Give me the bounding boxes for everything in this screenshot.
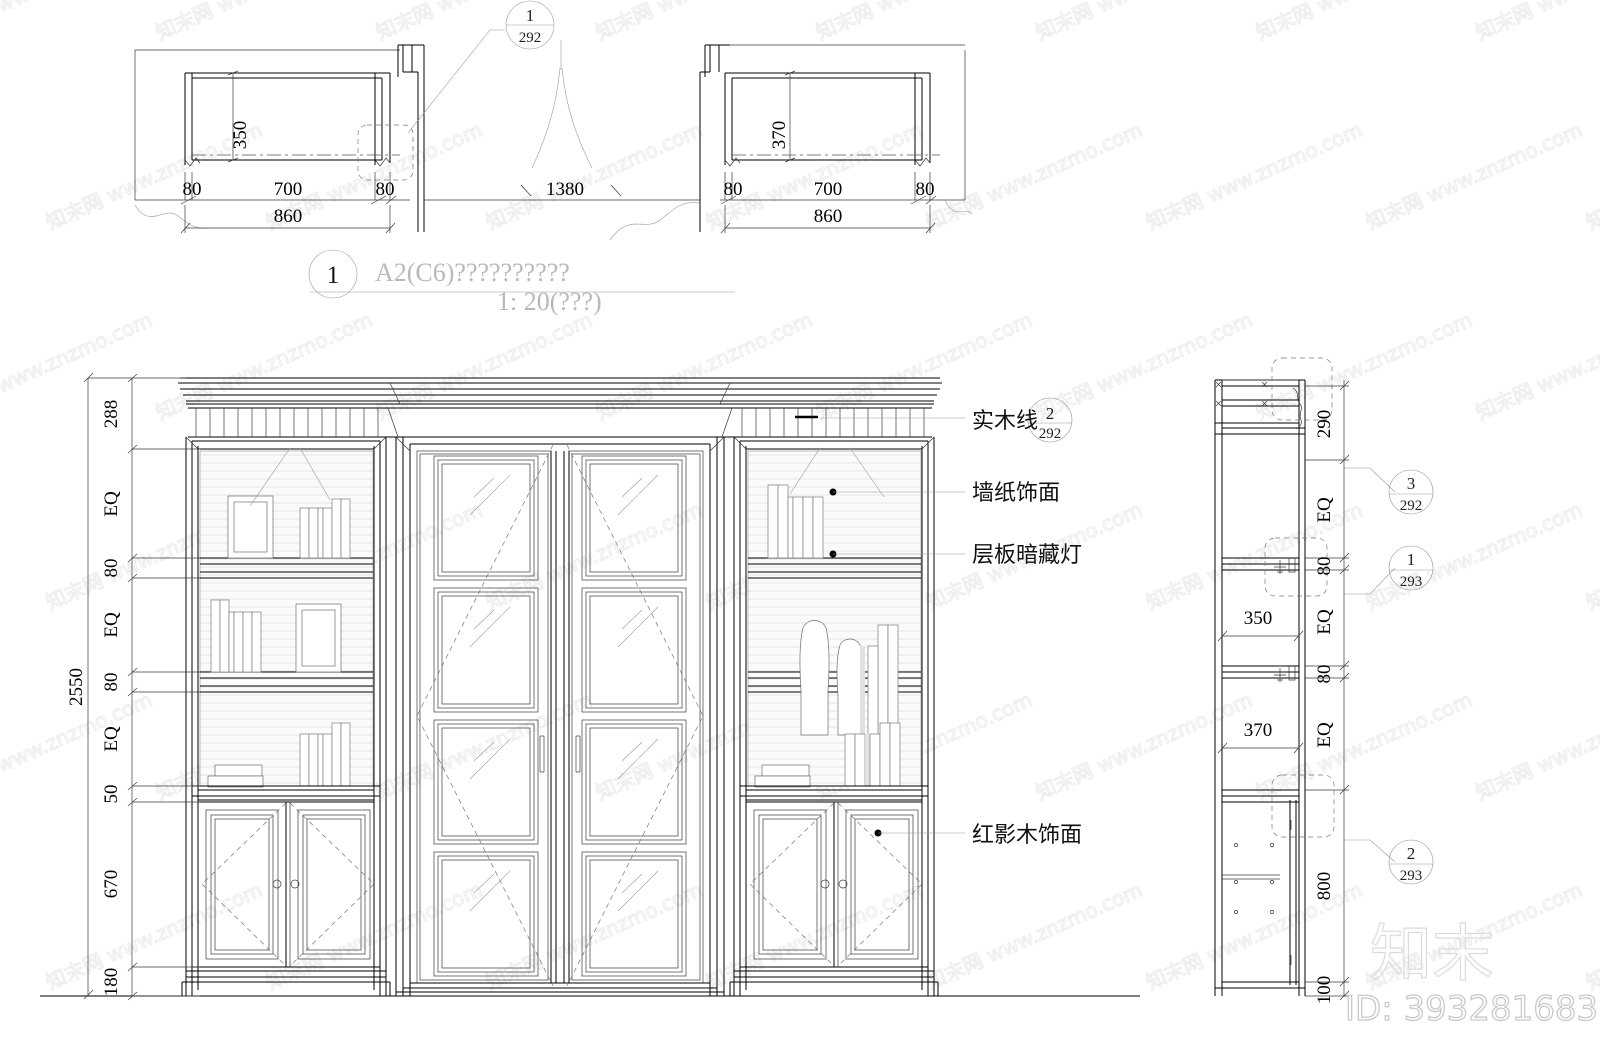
main-elevation [40,372,1140,1001]
plan-right-overall: 860 [814,206,843,227]
elev-dim-50: 50 [101,785,122,804]
plan-center-opening: 1380 [546,179,584,200]
elev-dim-288: 288 [101,400,122,429]
cornice [178,377,942,438]
plan-center-dimension [424,40,700,201]
plan-detail-left [134,29,505,234]
plan-bubble-den: 292 [519,30,542,46]
sect-bubble-den-2: 293 [1400,574,1423,590]
callout-label-wallpaper: 墙纸饰面 [972,481,1060,506]
elevation-dimension-chain [83,372,200,1001]
elev-dim-670: 670 [101,870,122,899]
sect-dim-eq2: EQ [1314,609,1335,635]
plan-left-dim-2: 700 [274,179,303,200]
sect-interior-dim-350: 350 [1244,608,1273,629]
sect-bubble-den-1: 292 [1400,498,1423,514]
base-cabinet-right [745,801,923,968]
sect-dim-290: 290 [1314,410,1335,439]
sect-dim-eq3: EQ [1314,722,1335,748]
plan-detail-right [609,44,973,241]
callout-label-shelf-light: 层板暗藏灯 [972,543,1082,568]
plan-title-block [308,249,735,299]
plan-title-scale: 1: 20(???) [497,287,602,316]
sect-dim-eq1: EQ [1314,497,1335,523]
callout-label-solid-wood: 实木线 [972,409,1038,434]
plan-right-dim-1: 80 [724,179,743,200]
elev-dim-180: 180 [101,968,122,997]
sect-dim-80a: 80 [1314,557,1335,576]
plan-title-name: A2(C6)?????????? [375,258,570,287]
plan-left-depth: 350 [230,121,251,150]
sect-dim-100: 100 [1314,976,1335,1005]
sect-dim-80b: 80 [1314,665,1335,684]
plan-bubble-num: 1 [526,6,535,25]
sect-dim-800: 800 [1314,872,1335,901]
section-view [1214,357,1434,1001]
plan-left-overall: 860 [274,206,303,227]
watermark-logo: 知末 [1370,917,1494,990]
elev-dim-eq3: EQ [101,726,122,752]
bookcase-right [729,436,939,997]
callout-bubble-num-1: 2 [1046,404,1055,423]
elev-overall-height: 2550 [66,668,87,706]
plan-left-dim-3: 80 [376,179,395,200]
elev-dim-80b: 80 [101,673,122,692]
watermark-id: ID: 393281683 [1345,989,1598,1029]
sect-bubble-num-1: 3 [1407,474,1416,493]
callout-label-red-wood: 红影木饰面 [972,823,1082,848]
section-bubbles [1388,469,1434,885]
callout-bubble-den-1: 292 [1039,426,1062,442]
plan-title-bubble-number: 1 [327,262,340,289]
plan-detail-bubble [505,0,555,50]
callout-leaders [820,397,1073,834]
elev-dim-eq1: EQ [101,491,122,517]
center-glass-doors [395,436,725,996]
sect-bubble-den-3: 293 [1400,868,1423,884]
bookcase-left [181,436,391,997]
plan-right-dim-3: 80 [916,179,935,200]
elev-dim-eq2: EQ [101,612,122,638]
sect-interior-dim-370: 370 [1244,720,1273,741]
sect-bubble-num-3: 2 [1407,844,1416,863]
plan-left-dim-1: 80 [183,179,202,200]
sect-bubble-num-2: 1 [1407,550,1416,569]
elev-dim-80a: 80 [101,559,122,578]
plan-right-dim-2: 700 [814,179,843,200]
plan-right-depth: 370 [769,121,790,150]
